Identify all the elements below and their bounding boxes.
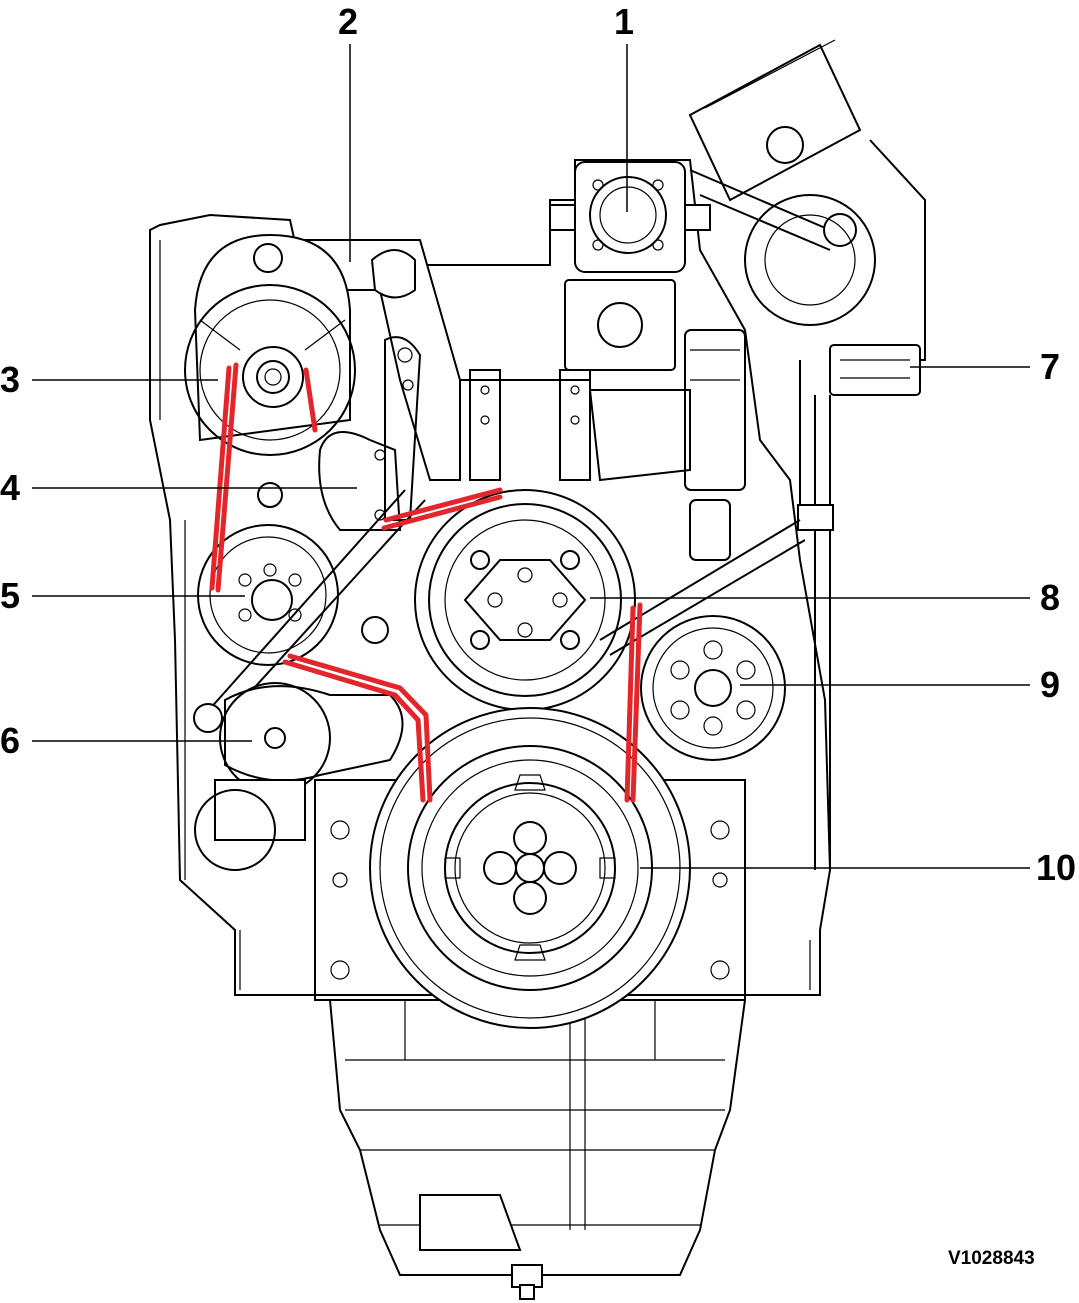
mounting-bracket: [298, 239, 591, 481]
idler-pulley-5: [197, 524, 389, 666]
air-intake-pipe: [688, 39, 926, 361]
sensor-unit: [797, 344, 921, 870]
engine-block-outline: [149, 159, 832, 1001]
fuel-pump: [549, 161, 711, 371]
callout-7: 7: [1040, 346, 1061, 387]
callout-2: 2: [338, 1, 359, 42]
alternator: [184, 233, 356, 456]
tension-rod: [193, 489, 426, 733]
leader-lines: [32, 44, 1030, 869]
callout-9: 9: [1040, 664, 1061, 705]
callout-4: 4: [0, 467, 21, 508]
serpentine-belt: [209, 362, 643, 803]
callout-3: 3: [0, 359, 21, 400]
fan-pulley: [414, 489, 636, 711]
callout-8: 8: [1040, 577, 1061, 618]
callout-6: 6: [0, 720, 21, 761]
oil-sump: [329, 999, 746, 1300]
belt-tensioner: [257, 336, 422, 531]
right-housing: [588, 329, 746, 561]
callout-1: 1: [614, 1, 635, 42]
crankshaft-pulley: [369, 707, 691, 1029]
figure-id: V1028843: [948, 1248, 1035, 1269]
callout-10: 10: [1036, 847, 1077, 888]
callout-5: 5: [0, 575, 21, 616]
idler-pulley-6: [194, 682, 404, 871]
